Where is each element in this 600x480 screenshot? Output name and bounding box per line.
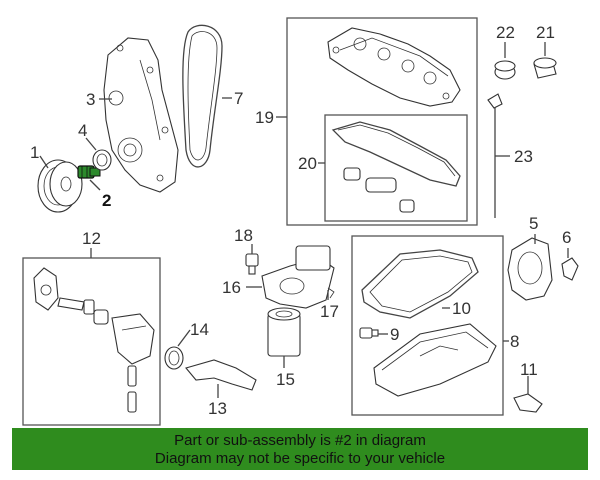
filter-housing <box>261 245 335 309</box>
callout-15: 15 <box>276 370 295 389</box>
callout-6: 6 <box>562 228 571 247</box>
callout-23: 23 <box>514 147 533 166</box>
callout-14: 14 <box>190 320 209 339</box>
rear-seal-plate <box>507 237 553 301</box>
filter-bolt <box>245 253 259 275</box>
banner-line-1: Part or sub-assembly is #2 in diagram <box>174 432 426 449</box>
oil-pump-seal <box>164 346 184 370</box>
oil-pickup <box>185 359 257 391</box>
oil-pan-gasket <box>361 249 479 319</box>
oil-level-sensor <box>513 393 543 413</box>
callout-18: 18 <box>234 226 253 245</box>
callout-4: 4 <box>78 121 87 140</box>
callout-19: 19 <box>255 108 274 127</box>
callout-16: 16 <box>222 278 241 297</box>
bracket <box>561 257 579 281</box>
callout-10: 10 <box>452 299 471 318</box>
banner-line-2: Diagram may not be specific to your vehi… <box>154 450 446 467</box>
oil-pump <box>33 267 155 413</box>
callout-2: 2 <box>102 191 111 210</box>
valve-cover <box>327 27 461 107</box>
box-valve-cover <box>286 17 478 226</box>
callout-20: 20 <box>298 154 317 173</box>
callout-1: 1 <box>30 143 39 162</box>
callout-11: 11 <box>520 360 538 379</box>
box-gasket <box>324 114 468 222</box>
callouts: 1 2 3 4 5 6 7 8 9 10 11 12 13 14 15 16 1 <box>30 23 571 418</box>
crank-pulley <box>37 159 83 213</box>
dipstick <box>487 93 503 218</box>
callout-8: 8 <box>510 332 519 351</box>
parts-diagram: 1 2 3 4 5 6 7 8 9 10 11 12 13 14 15 16 1 <box>22 17 579 426</box>
oil-filter <box>267 307 301 357</box>
callout-9: 9 <box>390 325 399 344</box>
callout-12: 12 <box>82 229 101 248</box>
callout-3: 3 <box>86 90 95 109</box>
timing-cover <box>103 37 179 193</box>
callout-5: 5 <box>529 214 538 233</box>
oil-filler-cap <box>533 57 557 79</box>
callout-13: 13 <box>208 399 227 418</box>
callout-7: 7 <box>234 89 243 108</box>
front-seal <box>92 149 112 171</box>
callout-21: 21 <box>536 23 555 42</box>
callout-17: 17 <box>320 302 339 321</box>
bolt-part-2 <box>77 165 101 179</box>
callout-22: 22 <box>496 23 515 42</box>
box-oil-pan <box>351 235 504 416</box>
timing-chain <box>182 24 223 168</box>
drain-plug <box>359 327 379 339</box>
oil-pan <box>373 323 497 397</box>
notice-banner: Part or sub-assembly is #2 in diagram Di… <box>12 428 588 470</box>
valve-cover-gasket <box>331 121 461 213</box>
grommet <box>494 60 516 80</box>
